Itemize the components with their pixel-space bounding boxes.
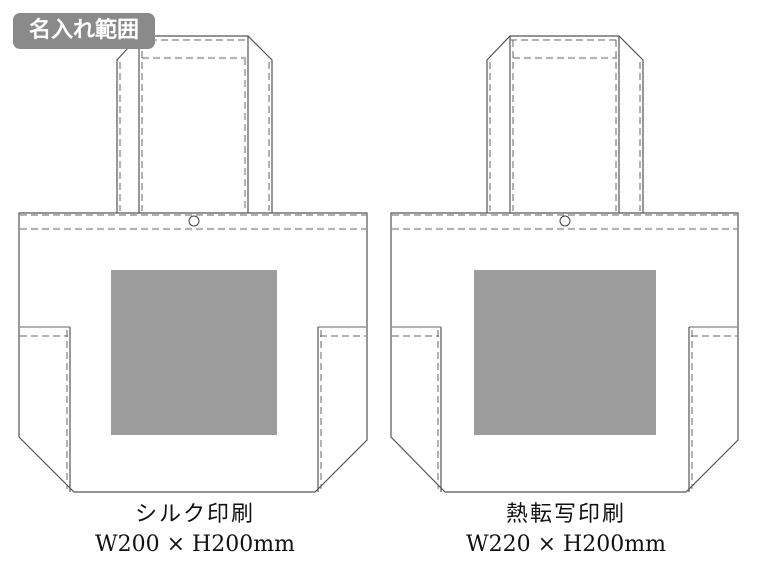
print-method-label: シルク印刷 xyxy=(134,502,255,527)
print-size-label: W200 × H200mm xyxy=(95,532,295,557)
print-size-label: W220 × H200mm xyxy=(466,532,666,557)
snap-button-icon xyxy=(188,215,200,227)
print-method-label: 熱転写印刷 xyxy=(505,502,626,527)
bag-handle xyxy=(116,35,273,213)
bag-handle xyxy=(486,35,644,213)
caption-silk-screen: シルク印刷 W200 × H200mm xyxy=(75,500,315,560)
bag-body xyxy=(18,212,368,493)
bag-heat-transfer xyxy=(390,35,739,493)
caption-heat-transfer: 熱転写印刷 W220 × H200mm xyxy=(446,500,686,560)
bag-silk-screen xyxy=(18,35,368,493)
bag-body xyxy=(390,212,739,493)
print-area xyxy=(474,270,656,435)
snap-button-icon xyxy=(559,215,571,227)
print-area xyxy=(111,270,277,435)
imprint-area-badge: 名入れ範囲 xyxy=(13,13,155,49)
